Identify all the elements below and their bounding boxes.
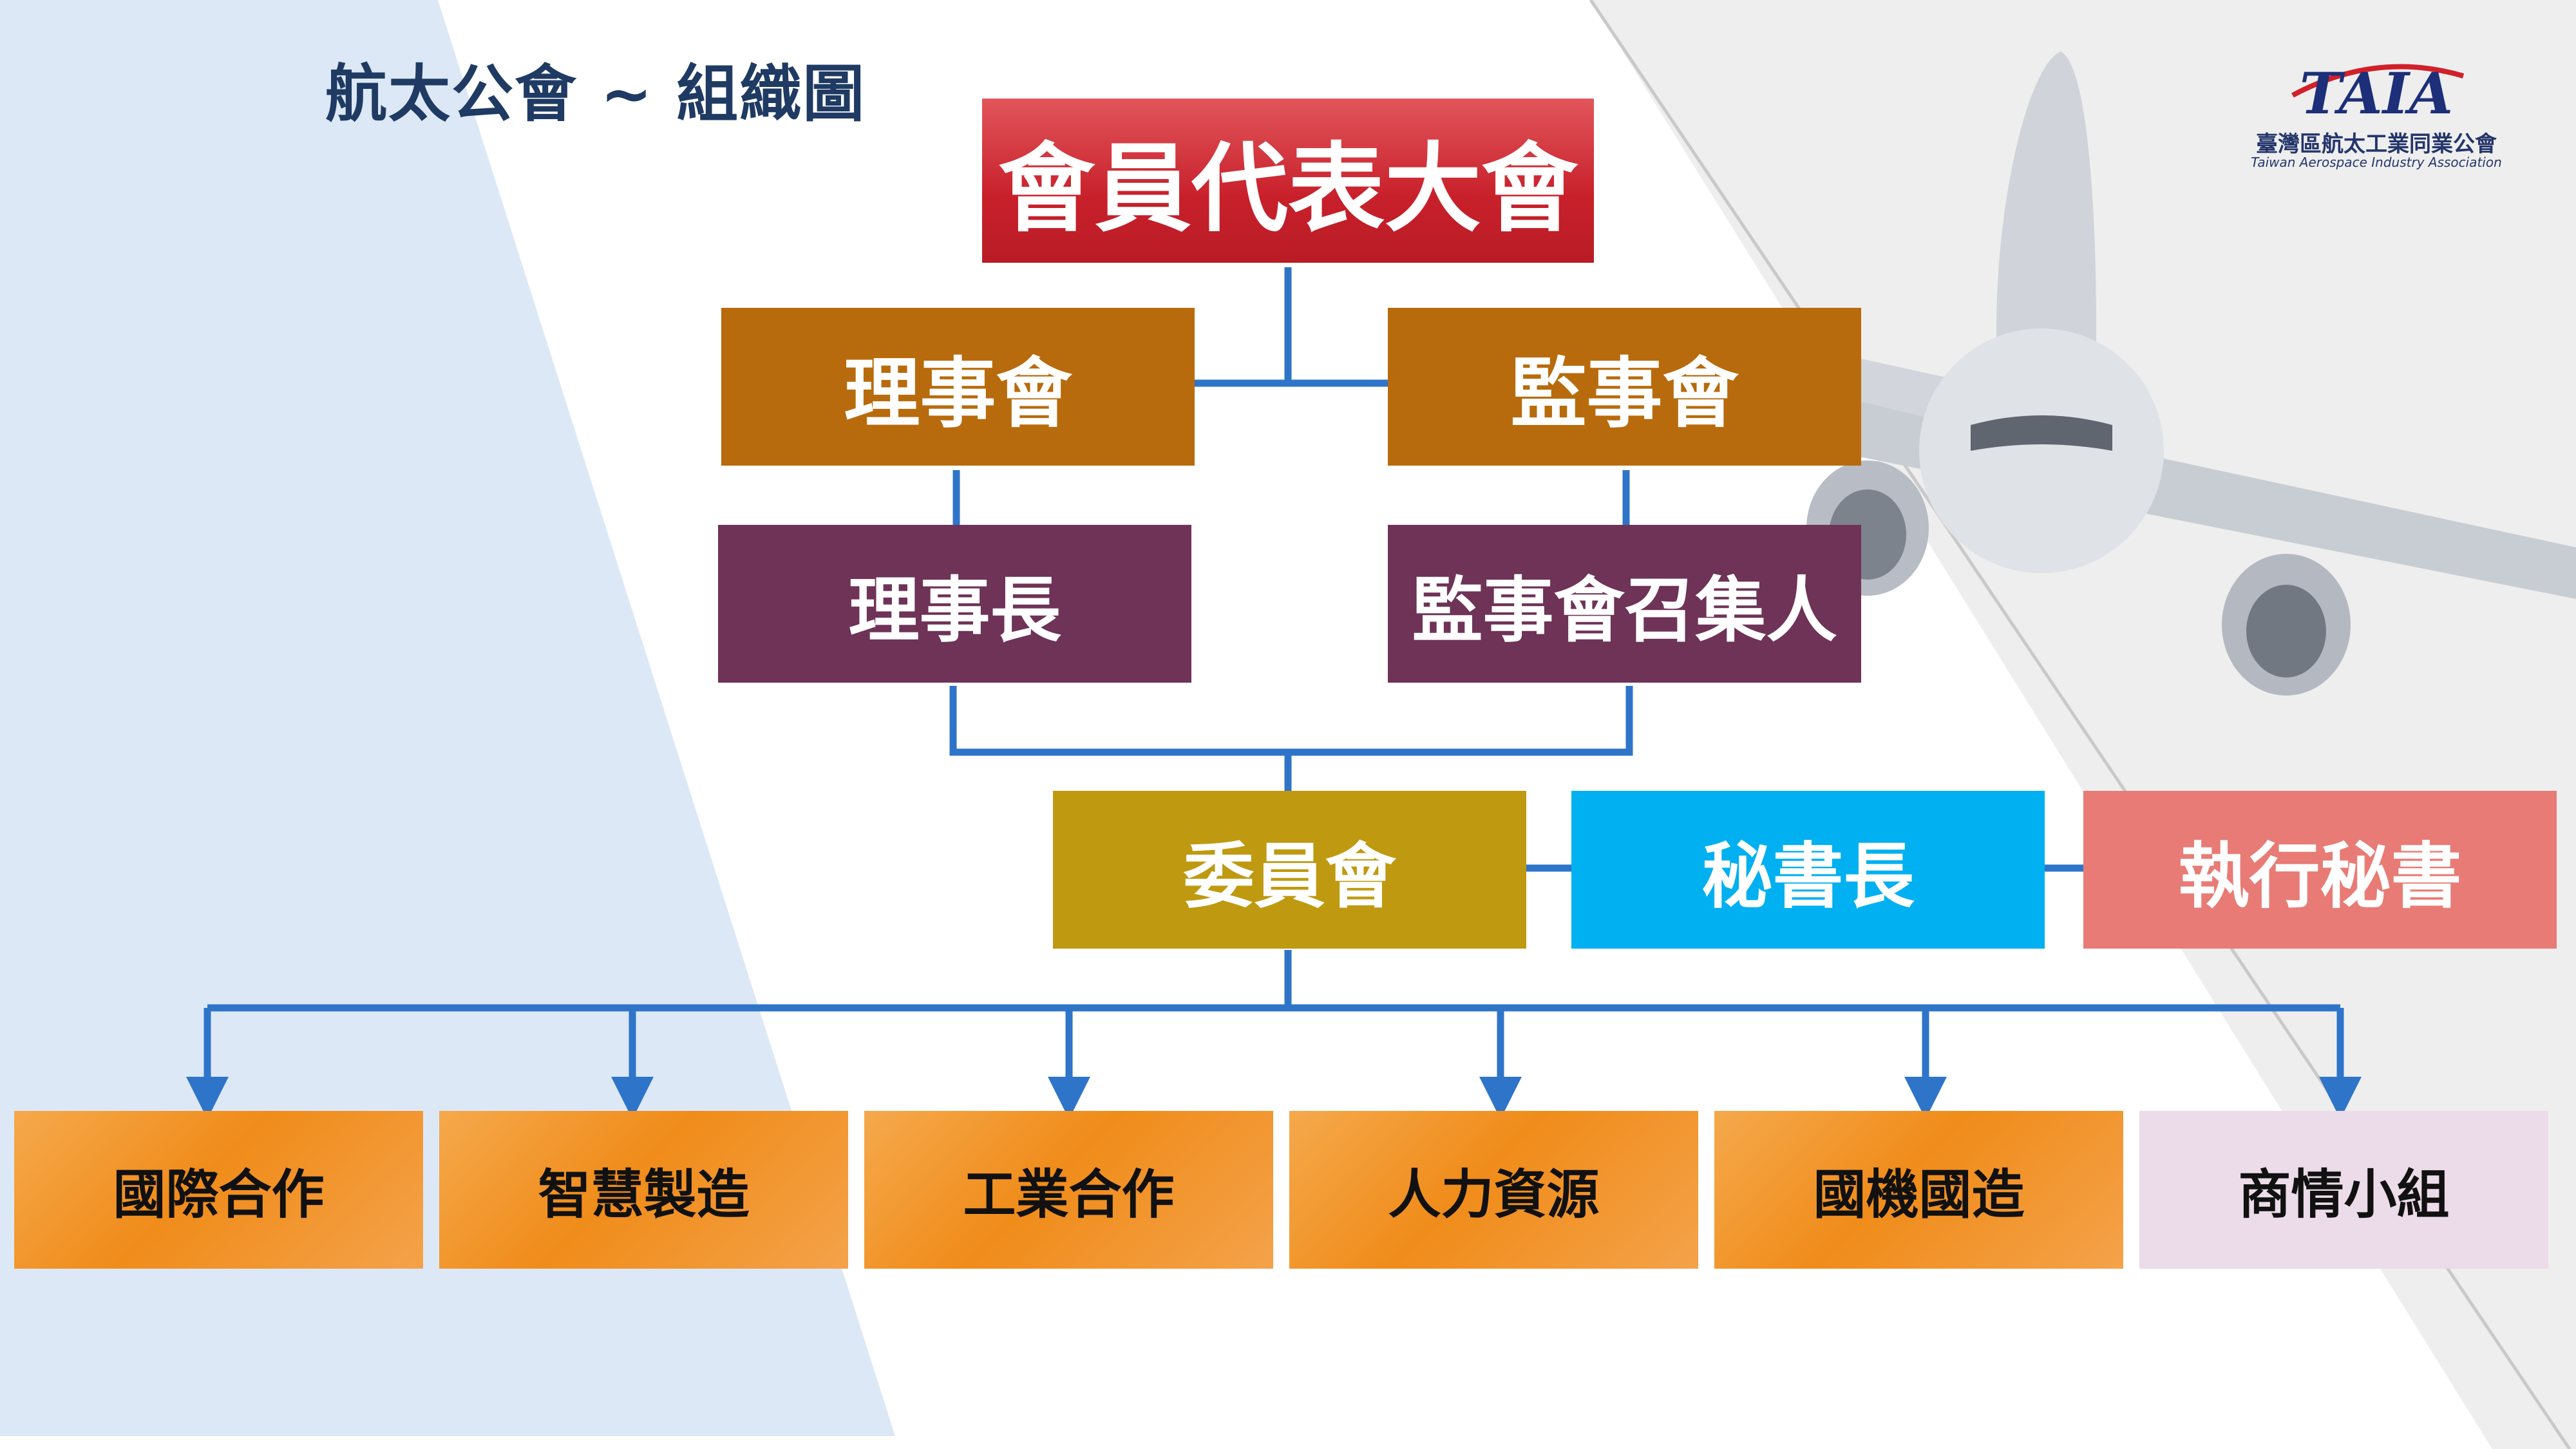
logo-english-name: Taiwan Aerospace Industry Association [2251,155,2502,170]
taia-logo: TAIA 臺灣區航太工業同業公會 Taiwan Aerospace Indust… [2235,50,2518,179]
group-market-intelligence: 商情小組 [2139,1111,2548,1300]
group-industrial-cooperation: 工業合作 [864,1111,1273,1300]
supervisor-convener-box: 監事會召集人 [1388,525,1861,714]
group-international-cooperation: 國際合作 [14,1111,423,1300]
logo-mark-text: TAIA [2300,60,2453,121]
executive-secretary-box: 執行秘書 [2083,791,2557,980]
page-title: 航太公會 ~ 組織圖 [325,58,866,130]
committee-box: 委員會 [1053,791,1526,980]
group-smart-manufacturing: 智慧製造 [439,1111,848,1300]
board-of-supervisors-box: 監事會 [1388,308,1861,497]
logo-chinese-name: 臺灣區航太工業同業公會 [2256,131,2497,157]
secretary-general-box: 秘書長 [1571,791,2045,980]
taia-logo-mark: TAIA [2291,60,2465,121]
group-human-resources: 人力資源 [1289,1111,1698,1300]
group-domestic-aircraft: 國機國造 [1714,1111,2123,1300]
general-assembly-box: 會員代表大會 [982,99,1594,294]
chairman-box: 理事長 [718,525,1191,714]
board-of-directors-box: 理事會 [721,308,1195,497]
